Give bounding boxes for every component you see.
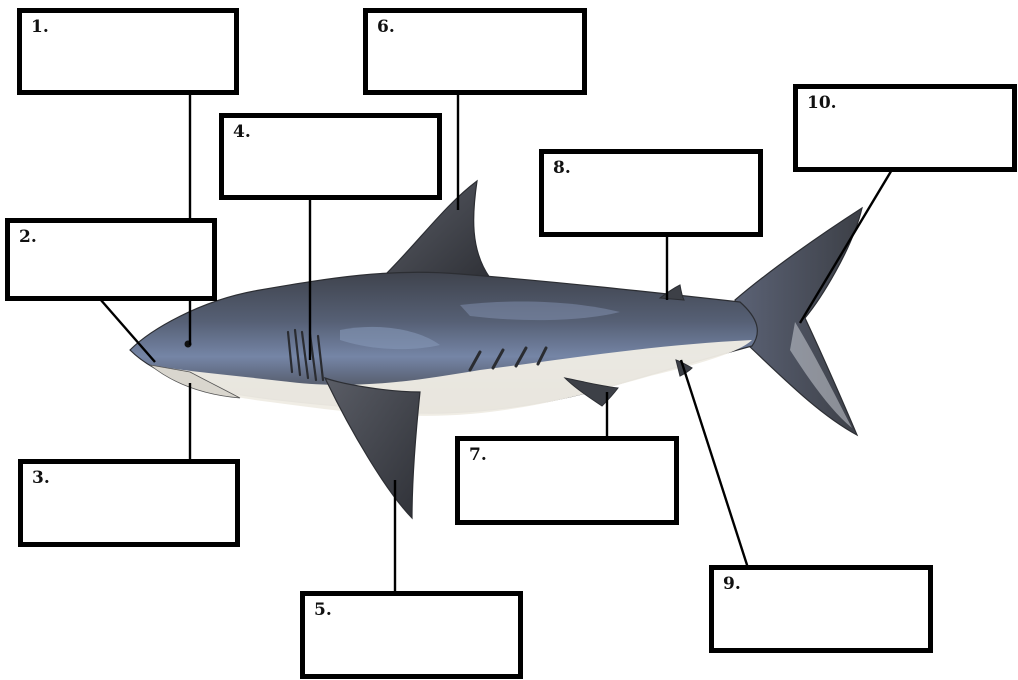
label-number-2: 2. xyxy=(19,227,37,247)
label-number-4: 4. xyxy=(233,122,251,142)
label-box-8[interactable]: 8. xyxy=(539,149,763,237)
label-number-6: 6. xyxy=(377,17,395,37)
label-box-10[interactable]: 10. xyxy=(793,84,1017,172)
label-number-1: 1. xyxy=(31,17,49,37)
label-box-2[interactable]: 2. xyxy=(5,218,217,301)
leader-line-2 xyxy=(100,299,155,362)
label-box-7[interactable]: 7. xyxy=(455,436,679,525)
leader-line-9 xyxy=(681,360,748,568)
label-box-9[interactable]: 9. xyxy=(709,565,933,653)
label-number-8: 8. xyxy=(553,158,571,178)
label-box-5[interactable]: 5. xyxy=(300,591,523,679)
label-box-6[interactable]: 6. xyxy=(363,8,587,95)
pectoral-fin xyxy=(325,378,420,518)
label-number-5: 5. xyxy=(314,600,332,620)
label-number-7: 7. xyxy=(469,445,487,465)
label-box-3[interactable]: 3. xyxy=(18,459,240,547)
label-number-9: 9. xyxy=(723,574,741,594)
label-number-3: 3. xyxy=(32,468,50,488)
label-box-4[interactable]: 4. xyxy=(219,113,442,200)
label-box-1[interactable]: 1. xyxy=(17,8,239,95)
second-dorsal-fin xyxy=(660,285,684,300)
label-number-10: 10. xyxy=(807,93,837,113)
